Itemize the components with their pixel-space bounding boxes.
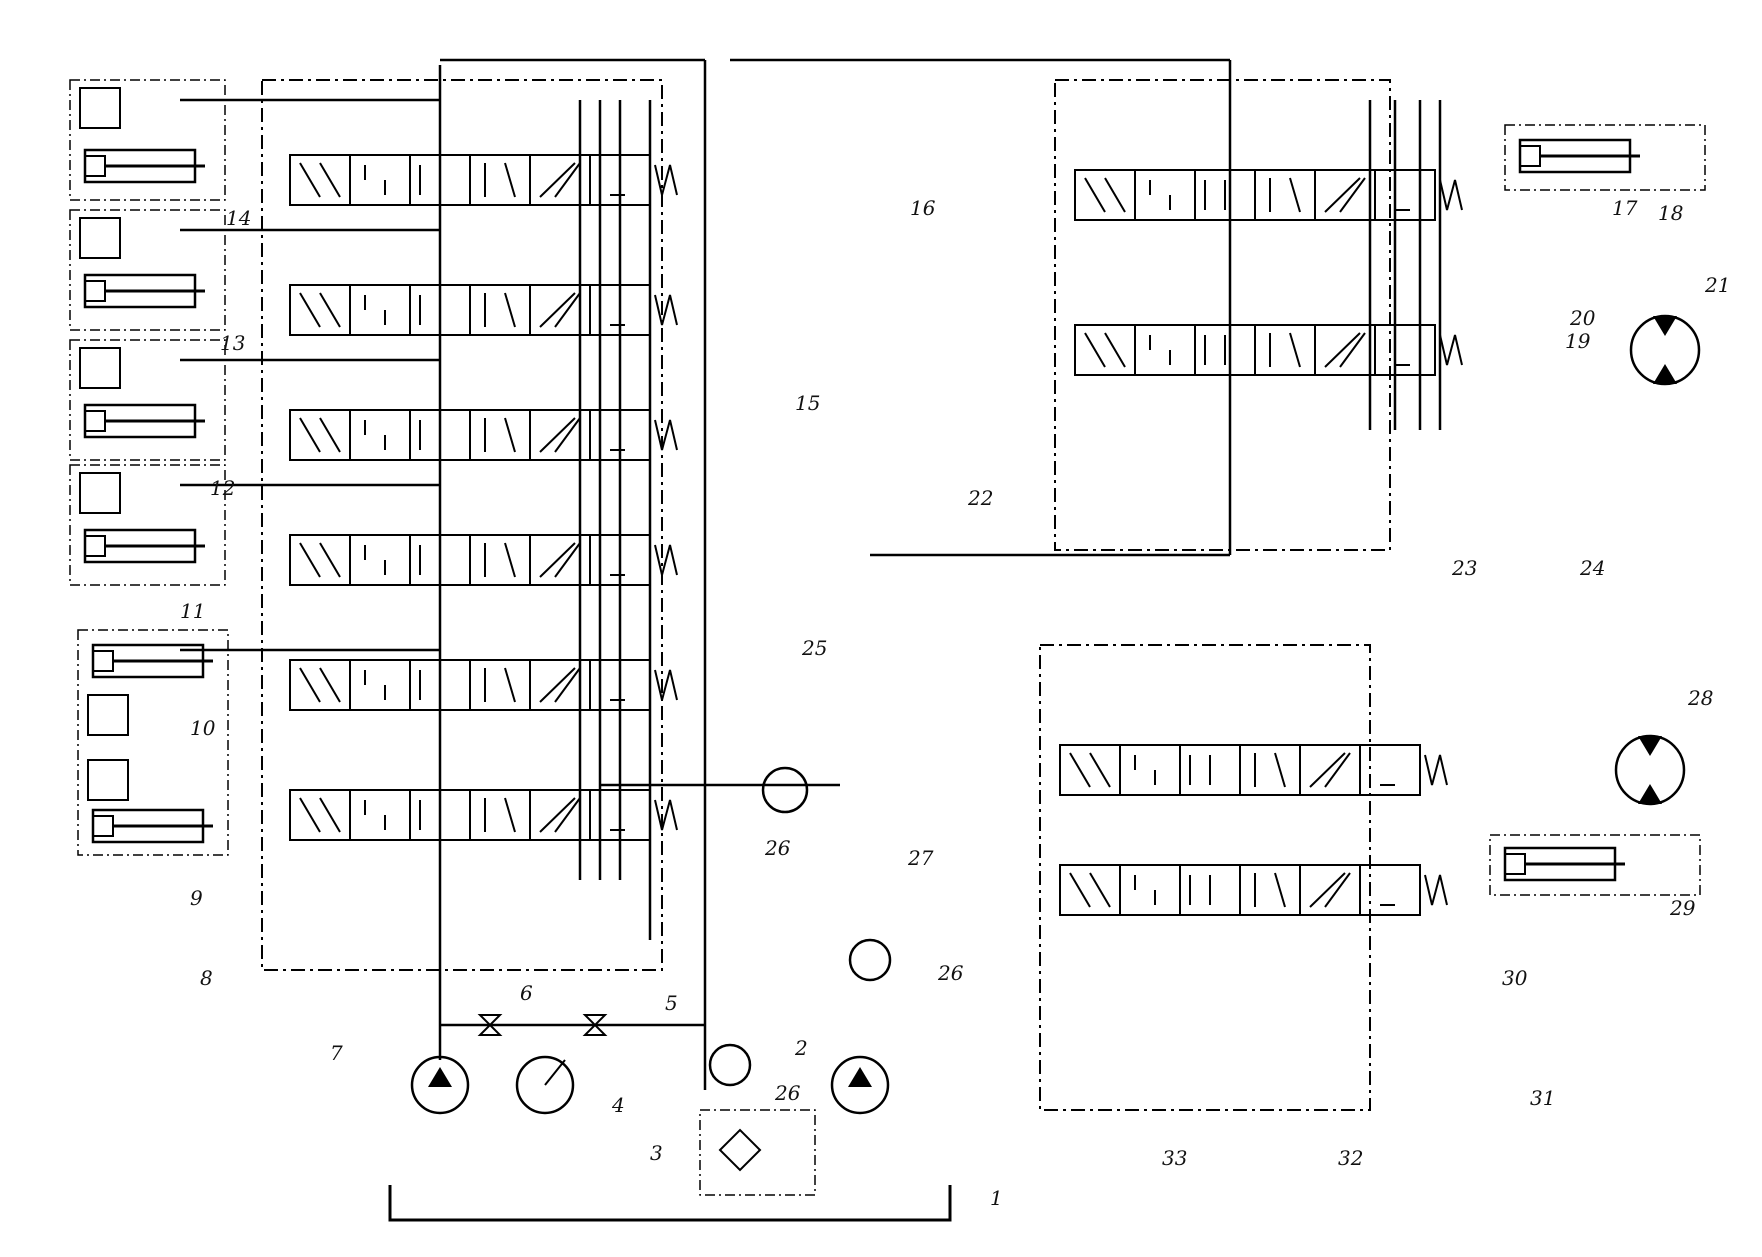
label-20: 20 [1569, 306, 1596, 330]
flow-meter-26-middle [848, 938, 892, 982]
pump-2 [830, 1055, 890, 1115]
label-4: 4 [611, 1093, 625, 1117]
pressure-gauge-4 [515, 1055, 575, 1115]
cylinder-18-frame [1504, 124, 1706, 191]
lower-right-valves [1059, 744, 1448, 916]
label-10: 10 [190, 716, 216, 740]
label-29: 29 [1669, 896, 1696, 920]
pump-7 [410, 1055, 470, 1115]
label-32: 32 [1338, 1146, 1363, 1170]
lower-right-valve-block-frame [1039, 644, 1371, 1111]
upper-right-manifold [730, 58, 1442, 557]
label-17: 17 [1612, 196, 1638, 220]
motor-21 [1629, 314, 1701, 386]
label-5: 5 [665, 991, 678, 1015]
label-28: 28 [1687, 686, 1713, 710]
flow-meter-26-left [761, 766, 809, 814]
left-cylinders [69, 79, 229, 856]
label-26c: 26 [774, 1081, 801, 1105]
label-14: 14 [226, 206, 251, 230]
label-8: 8 [200, 966, 213, 990]
reservoir-tank [388, 1185, 952, 1222]
label-24: 24 [1579, 556, 1605, 580]
label-25: 25 [801, 636, 827, 660]
throttle-valve-5 [582, 1014, 608, 1036]
label-16: 16 [910, 196, 936, 220]
label-7: 7 [330, 1041, 343, 1065]
upper-right-valve-block-frame [1054, 79, 1391, 551]
label-26a: 26 [764, 836, 791, 860]
throttle-valve-6 [477, 1014, 503, 1036]
motor-28 [1614, 734, 1686, 806]
label-27: 27 [907, 846, 934, 870]
label-23: 23 [1451, 556, 1477, 580]
label-15: 15 [795, 391, 820, 415]
label-22: 22 [967, 486, 993, 510]
label-26b: 26 [937, 961, 964, 985]
label-9: 9 [190, 886, 203, 910]
label-12: 12 [210, 476, 235, 500]
label-13: 13 [220, 331, 245, 355]
upper-right-valves [1074, 169, 1463, 376]
label-21: 21 [1704, 273, 1730, 297]
left-valve-block-frame [261, 79, 663, 971]
cylinder-29-frame [1489, 834, 1701, 896]
left-manifold-lines [180, 58, 840, 1090]
label-18: 18 [1658, 201, 1683, 225]
label-19: 19 [1565, 329, 1591, 353]
callout-labels: 1 2 3 4 5 6 7 8 9 10 11 12 13 14 15 16 1… [180, 196, 1730, 1210]
label-31: 31 [1530, 1086, 1555, 1110]
label-11: 11 [180, 599, 205, 623]
label-2: 2 [794, 1036, 808, 1060]
label-30: 30 [1502, 966, 1528, 990]
label-1: 1 [990, 1186, 1003, 1210]
label-3: 3 [650, 1141, 663, 1165]
flow-meter-26-bottom [708, 1043, 752, 1087]
label-6: 6 [520, 981, 533, 1005]
label-33: 33 [1162, 1146, 1187, 1170]
